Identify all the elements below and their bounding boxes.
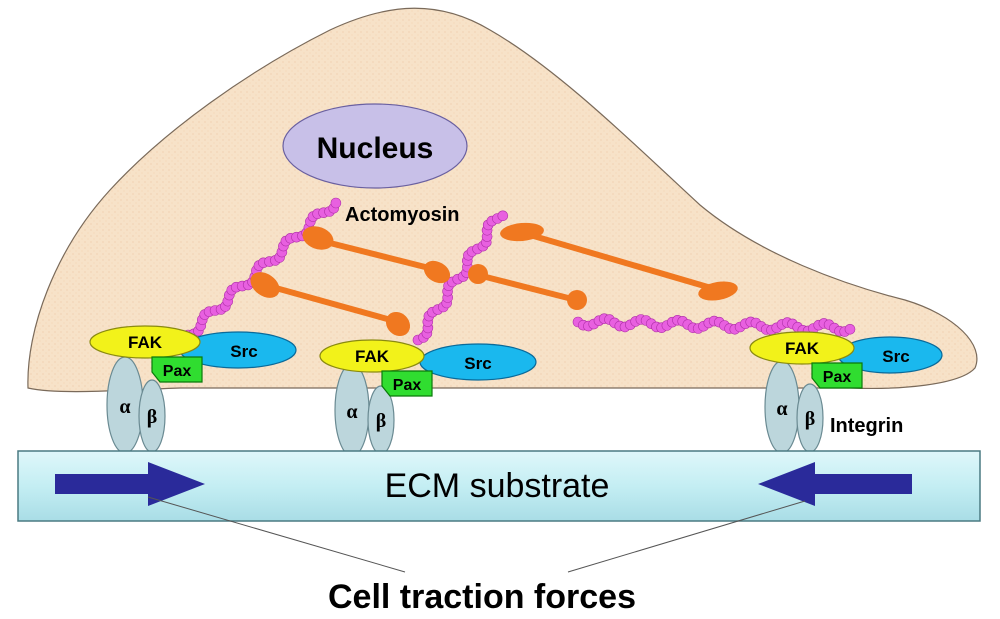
src-label: Src: [464, 354, 491, 373]
src-label: Src: [230, 342, 257, 361]
pax-label: Pax: [163, 363, 192, 380]
fak-label: FAK: [785, 339, 820, 358]
integrin-label: Integrin: [830, 415, 903, 437]
focal-adhesion-middle: α β Src FAK Pax: [319, 339, 537, 457]
fak-protein: [319, 339, 425, 373]
beta-label: β: [805, 408, 816, 430]
nucleus: [282, 103, 468, 189]
nucleus-label: Nucleus: [317, 132, 434, 165]
fak-label: FAK: [128, 333, 163, 352]
actin-filament: [412, 210, 509, 346]
alpha-label: α: [346, 401, 357, 423]
myosin-motors: [250, 222, 738, 337]
myosin-motor: [468, 264, 587, 310]
src-label: Src: [882, 347, 909, 366]
focal-adhesion-right: α β Src FAK Pax: [749, 331, 943, 454]
pax-protein: [151, 356, 203, 383]
beta-label: β: [376, 410, 387, 432]
myosin-motor: [302, 226, 451, 284]
pointer-line: [147, 496, 406, 573]
ecm-label: ECM substrate: [385, 467, 610, 505]
myosin-motor: [250, 272, 411, 337]
actin-filament: [572, 313, 856, 337]
myosin-motor: [500, 222, 738, 301]
alpha-label: α: [776, 398, 787, 420]
actomyosin-label: Actomyosin: [345, 204, 459, 226]
arrow-right-icon: [55, 462, 205, 506]
pax-label: Pax: [823, 369, 852, 386]
forces-label: Cell traction forces: [328, 578, 636, 616]
beta-label: β: [147, 406, 158, 428]
fak-protein: [89, 325, 201, 359]
fak-label: FAK: [355, 347, 390, 366]
pax-protein: [381, 370, 433, 397]
actin-filament: [182, 197, 342, 341]
pax-label: Pax: [393, 377, 422, 394]
fak-protein: [749, 331, 855, 365]
alpha-label: α: [119, 396, 130, 418]
focal-adhesion-left: α β Src FAK Pax: [89, 325, 297, 454]
arrow-left-icon: [758, 462, 912, 506]
actin-filaments: [182, 197, 856, 346]
pointer-line: [567, 500, 806, 573]
pax-protein: [811, 362, 863, 389]
